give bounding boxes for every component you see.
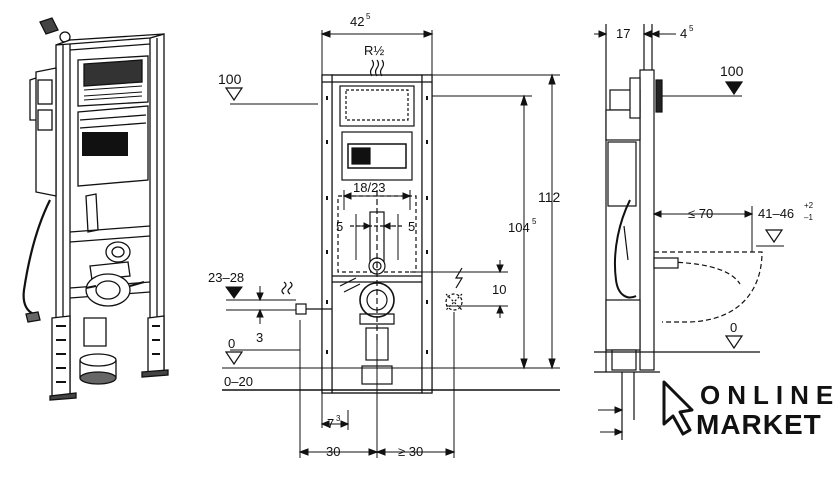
dim-spacing-small: 7 [327, 416, 334, 431]
online-market-logo: ONLINE MARKET [662, 380, 840, 440]
dim-supply-low: 3 [256, 330, 263, 345]
dim-bowl-tol-minus: –1 [804, 213, 813, 222]
floor-sleeve-icon [79, 353, 117, 385]
dim-bowl-height: 41–46 [758, 206, 794, 221]
dim-bowl-depth: ≤ 70 [688, 206, 713, 221]
angle-valve-icon [39, 17, 71, 43]
product-logo: GEBERIT [88, 142, 120, 149]
side-level-100-label: 100 [720, 63, 744, 79]
dim-supply-height: 23–28 [208, 270, 244, 285]
brand-line2: MARKET [696, 409, 822, 440]
dim-bowl-tol-plus: +2 [804, 201, 814, 210]
grille-icon [83, 59, 143, 101]
electric-icon [454, 267, 464, 289]
dim-offset-right: 5 [408, 219, 415, 234]
cursor-icon [662, 380, 694, 436]
level-100-label: 100 [218, 71, 242, 87]
side-labels: 17 4 5 100 ≤ 70 41–46 +2 –1 0 [616, 24, 814, 335]
water-inlet-icon [369, 59, 385, 77]
dim-width-top-sup: 5 [366, 12, 371, 21]
level-marker-icon [225, 286, 243, 299]
level-100-marker-icon [224, 87, 244, 102]
brand-line1: ONLINE [700, 380, 840, 410]
dim-depth-small: 4 [680, 26, 687, 41]
level-markers-side [724, 81, 784, 350]
dim-width-top: 42 [350, 14, 364, 29]
geberit-badge: GEBERIT [82, 132, 128, 156]
water-supply-left-icon [281, 277, 361, 295]
dim-offset-left: 5 [336, 219, 343, 234]
pipe-label: R½ [364, 43, 384, 58]
level-100-side-marker-icon [724, 81, 744, 96]
side-view [594, 24, 763, 440]
dim-depth: 17 [616, 26, 630, 41]
dim-waste-offset: 10 [492, 282, 506, 297]
dim-height-frame-sup: 5 [532, 217, 537, 226]
side-level-0-label: 0 [730, 320, 737, 335]
front-view [295, 74, 463, 394]
dim-spacing-small-sup: 3 [336, 414, 341, 423]
connector-icon [85, 241, 145, 307]
dim-height-frame: 104 [508, 220, 530, 235]
dim-height-total: 112 [538, 189, 561, 205]
level-0-side-marker-icon [724, 335, 744, 350]
dim-floor-range: 0–20 [224, 374, 253, 389]
dim-spacing-right: ≥ 30 [398, 444, 423, 459]
level-markers-front [224, 87, 244, 366]
side-dimensions [594, 30, 784, 436]
front-labels: 42 5 R½ 100 18/23 5 5 23–28 3 10 112 104… [208, 12, 561, 459]
front-dimensions [222, 30, 560, 458]
dim-flush-range: 18/23 [353, 180, 386, 195]
level-0-marker-icon [224, 351, 244, 366]
bowl-height-marker-icon [764, 229, 784, 244]
dim-depth-small-sup: 5 [689, 24, 694, 33]
level-0-label: 0 [228, 336, 235, 351]
frame-illustration: GEBERIT [22, 17, 169, 401]
dim-spacing-left: 30 [326, 444, 340, 459]
